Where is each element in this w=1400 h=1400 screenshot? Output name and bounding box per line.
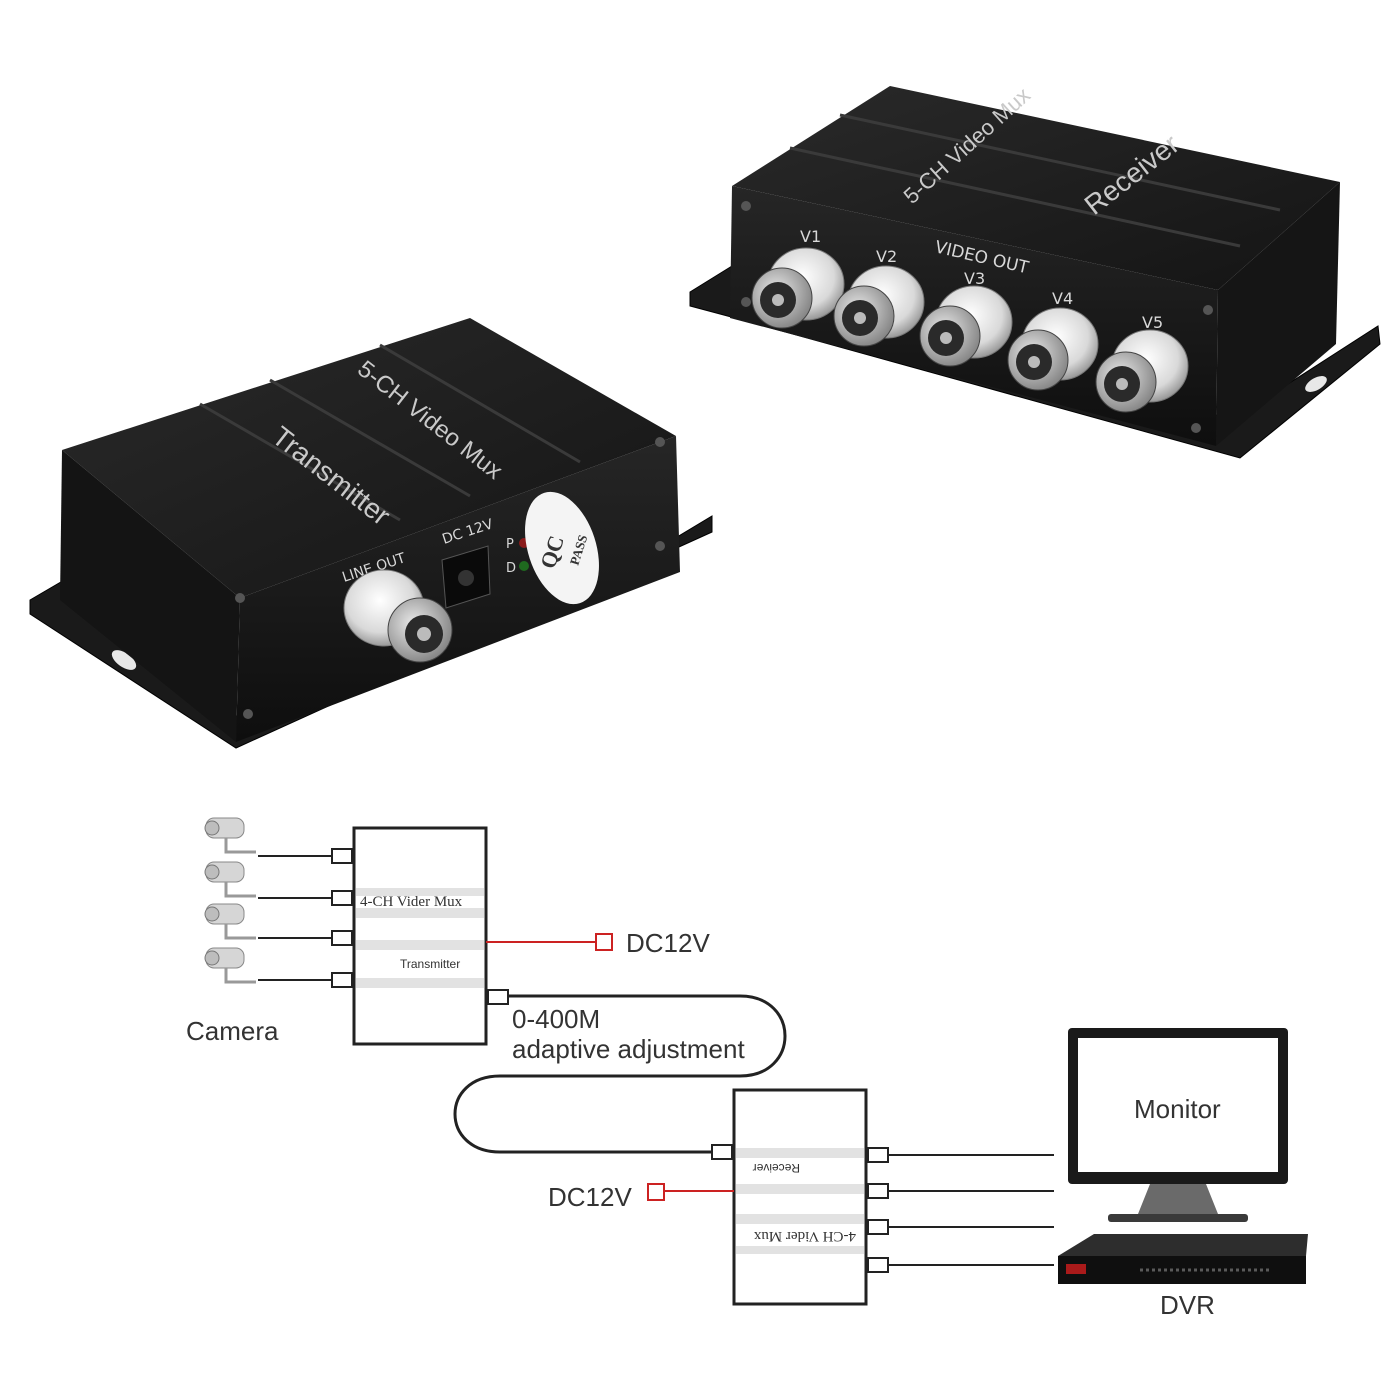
top-ridge <box>789 146 1241 248</box>
power-label-top: DC12V <box>626 928 710 958</box>
coax-cable <box>453 994 787 1154</box>
flange-slot <box>111 650 137 670</box>
cable-note-label: adaptive adjustment <box>512 1034 745 1064</box>
transmitter-box: 4-CH Vider Mux Transmitter <box>331 826 509 1046</box>
input-port <box>711 1144 733 1160</box>
camera-label: Camera <box>186 1016 279 1046</box>
output-port <box>867 1147 889 1163</box>
bnc-connector-v3 <box>919 285 1013 367</box>
connection-diagram: Camera 4-CH Vider Mux Transmitter DC12V <box>186 817 1308 1320</box>
camera-icon <box>204 903 256 940</box>
output-port <box>867 1183 889 1199</box>
input-port <box>331 848 353 864</box>
dvr-icon: DVR <box>1058 1234 1308 1320</box>
camera-icon <box>204 947 256 984</box>
camera-icon <box>204 817 256 854</box>
bnc-connector-v1 <box>751 247 845 329</box>
led-label-p: P <box>506 537 514 552</box>
screw <box>235 593 245 603</box>
camera-group: Camera <box>186 817 279 1046</box>
top-ridge <box>269 378 471 498</box>
bnc-connector-v5 <box>1095 329 1189 413</box>
port-label-v3: V3 <box>964 269 985 288</box>
port-label-v4: V4 <box>1052 289 1073 308</box>
screw <box>1191 423 1201 433</box>
input-port <box>331 972 353 988</box>
top-ridge <box>839 113 1281 212</box>
screw <box>1203 305 1213 315</box>
input-port <box>331 930 353 946</box>
top-ridge <box>379 343 581 464</box>
transmitter-side-face <box>60 450 240 742</box>
output-port <box>487 989 509 1005</box>
dvr-label: DVR <box>1160 1290 1215 1320</box>
screw <box>741 201 751 211</box>
flange-slot <box>1305 376 1327 392</box>
screw <box>243 709 253 719</box>
receiver-side-face <box>1216 182 1340 446</box>
receiver-box-title: 4-CH Vider Mux <box>753 1228 856 1244</box>
screw <box>655 541 665 551</box>
receiver-box-subtitle: Receiver <box>753 1161 800 1175</box>
dc-power-jack <box>441 545 491 609</box>
port-label-v2: V2 <box>876 247 897 266</box>
bnc-connector-v2 <box>833 265 925 347</box>
top-ridge <box>199 402 401 522</box>
power-connector-bottom <box>647 1183 665 1201</box>
data-led <box>519 561 529 571</box>
transmitter-unit: 5-CH Video Mux Transmitter LINE OUT DC 1… <box>29 318 713 749</box>
screw <box>655 437 665 447</box>
receiver-box: Receiver 4-CH Vider Mux <box>711 1088 889 1306</box>
transmitter-box-subtitle: Transmitter <box>400 957 460 971</box>
receiver-unit: 5-CH Video Mux Receiver VIDEO OUT V1 V2 … <box>689 82 1381 459</box>
receiver-top-face <box>732 86 1340 290</box>
monitor-icon: Monitor <box>1068 1028 1288 1222</box>
transmitter-top-face <box>62 318 676 598</box>
screw <box>741 297 751 307</box>
camera-icon <box>204 861 256 898</box>
output-port <box>867 1219 889 1235</box>
port-label-v5: V5 <box>1142 313 1163 332</box>
input-port <box>331 890 353 906</box>
qc-pass-sticker: QC PASS <box>525 491 599 605</box>
output-port <box>867 1257 889 1273</box>
led-label-d: D <box>506 561 516 576</box>
power-label-bottom: DC12V <box>548 1182 632 1212</box>
transmitter-box-title: 4-CH Vider Mux <box>360 894 463 910</box>
bnc-connector-v4 <box>1007 307 1099 391</box>
power-connector-top <box>595 933 613 951</box>
cable-range-label: 0-400M <box>512 1004 600 1034</box>
monitor-label: Monitor <box>1134 1094 1221 1124</box>
port-label-v1: V1 <box>800 227 821 246</box>
bnc-connector-line-out <box>343 569 453 663</box>
